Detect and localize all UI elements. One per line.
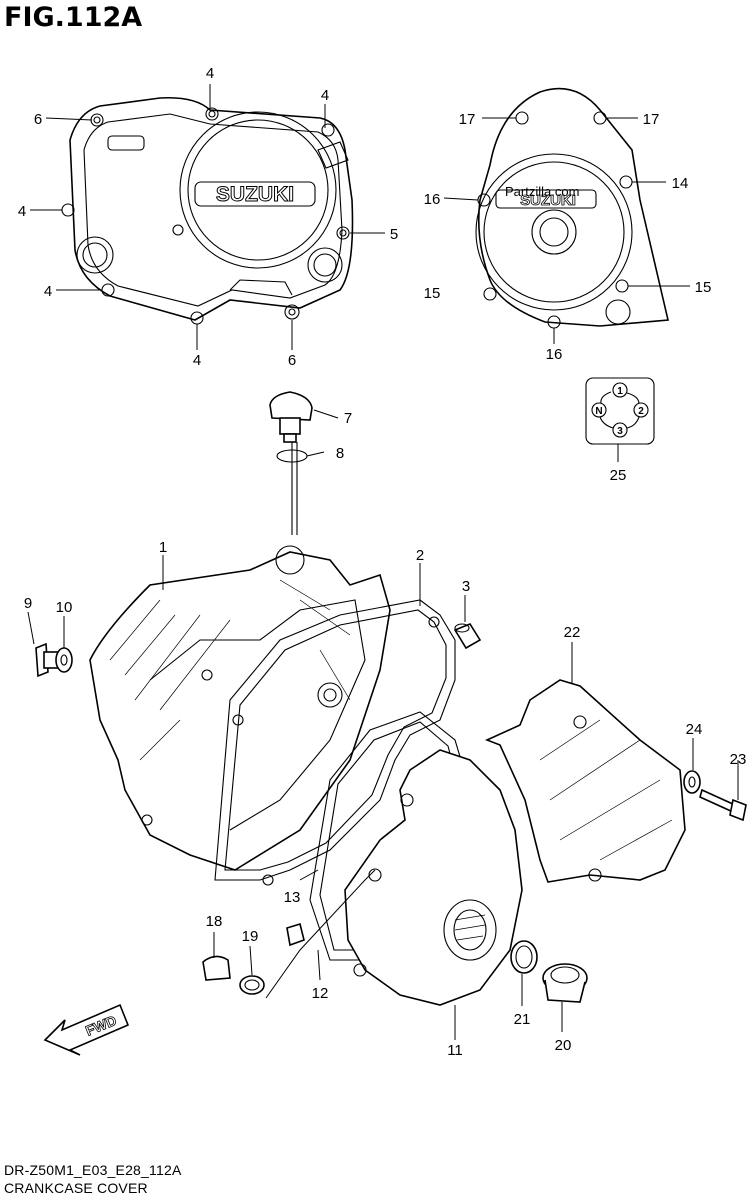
callout-17: 17	[459, 111, 476, 128]
callout-23: 23	[730, 751, 747, 768]
section-name: CRANKCASE COVER	[4, 1180, 148, 1196]
callout-15: 15	[424, 285, 441, 302]
generator-suzuki-logo: SUZUKI	[520, 192, 576, 209]
o-ring-part-19	[239, 975, 265, 995]
o-ring-part-21	[510, 940, 538, 974]
oil-filler-cap-assembly	[269, 391, 313, 535]
callout-20: 20	[555, 1037, 572, 1054]
drain-bolt-washer-part-10	[55, 647, 73, 673]
callout-4: 4	[206, 65, 214, 82]
diagram-code: DR-Z50M1_E03_E28_112A	[4, 1162, 182, 1178]
callout-22: 22	[564, 624, 581, 641]
callout-4: 4	[193, 352, 201, 369]
callout-5: 5	[390, 226, 398, 243]
neutral-indicator-label-n: N	[595, 406, 602, 417]
callout-16: 16	[424, 191, 441, 208]
callout-2: 2	[416, 547, 424, 564]
callout-10: 10	[56, 599, 73, 616]
generator-cover-outer-view: SUZUKI Partzilla.com	[475, 87, 669, 329]
callout-12: 12	[312, 985, 329, 1002]
callout-labels: 4 4 6 4 5 4 4 4 6 17 17 16 14 15 15 16 7…	[18, 65, 747, 1059]
callout-15: 15	[695, 279, 712, 296]
dowel-pin-part-3	[453, 623, 482, 650]
callout-17: 17	[643, 111, 660, 128]
callout-13: 13	[284, 889, 301, 906]
callout-16: 16	[546, 346, 563, 363]
clutch-cover-gasket-part-2	[214, 599, 456, 886]
generator-cover-part-11	[344, 749, 523, 1006]
watermark: Partzilla.com	[505, 184, 579, 199]
callout-6: 6	[34, 111, 42, 128]
neutral-indicator-label-3: 3	[617, 426, 623, 437]
bolt-part-23	[699, 788, 747, 822]
callout-21: 21	[514, 1011, 531, 1028]
callout-24: 24	[686, 721, 703, 738]
callout-25: 25	[610, 467, 627, 484]
sprocket-cover-part-22	[484, 679, 686, 883]
dowel-pin-part-12	[286, 922, 305, 947]
callout-4: 4	[44, 283, 52, 300]
callout-4: 4	[18, 203, 26, 220]
washer-part-24	[683, 770, 701, 794]
callout-3: 3	[462, 578, 470, 595]
callout-19: 19	[242, 928, 259, 945]
callout-4: 4	[321, 87, 329, 104]
callout-11: 11	[447, 1042, 463, 1059]
callout-18: 18	[206, 913, 223, 930]
callout-7: 7	[344, 410, 352, 427]
callout-9: 9	[24, 595, 32, 612]
clutch-cover-outer-view: SUZUKI	[61, 96, 354, 325]
suzuki-logo: SUZUKI	[216, 183, 294, 206]
callout-6: 6	[288, 352, 296, 369]
figure-title: FIG.112A	[4, 2, 143, 33]
neutral-indicator-label-1: 1	[617, 386, 623, 397]
neutral-indicator-label-2: 2	[638, 406, 644, 417]
callout-8: 8	[336, 445, 344, 462]
callout-1: 1	[159, 539, 167, 556]
neutral-indicator-diagram: 1 2 3 N	[585, 377, 655, 445]
drain-bolt-part-9	[35, 642, 59, 678]
callout-14: 14	[672, 175, 689, 192]
plug-part-20	[542, 963, 588, 1003]
leader-lines	[27, 84, 739, 1040]
plug-part-18	[202, 955, 231, 981]
fwd-direction-arrow: FWD	[43, 1003, 130, 1056]
